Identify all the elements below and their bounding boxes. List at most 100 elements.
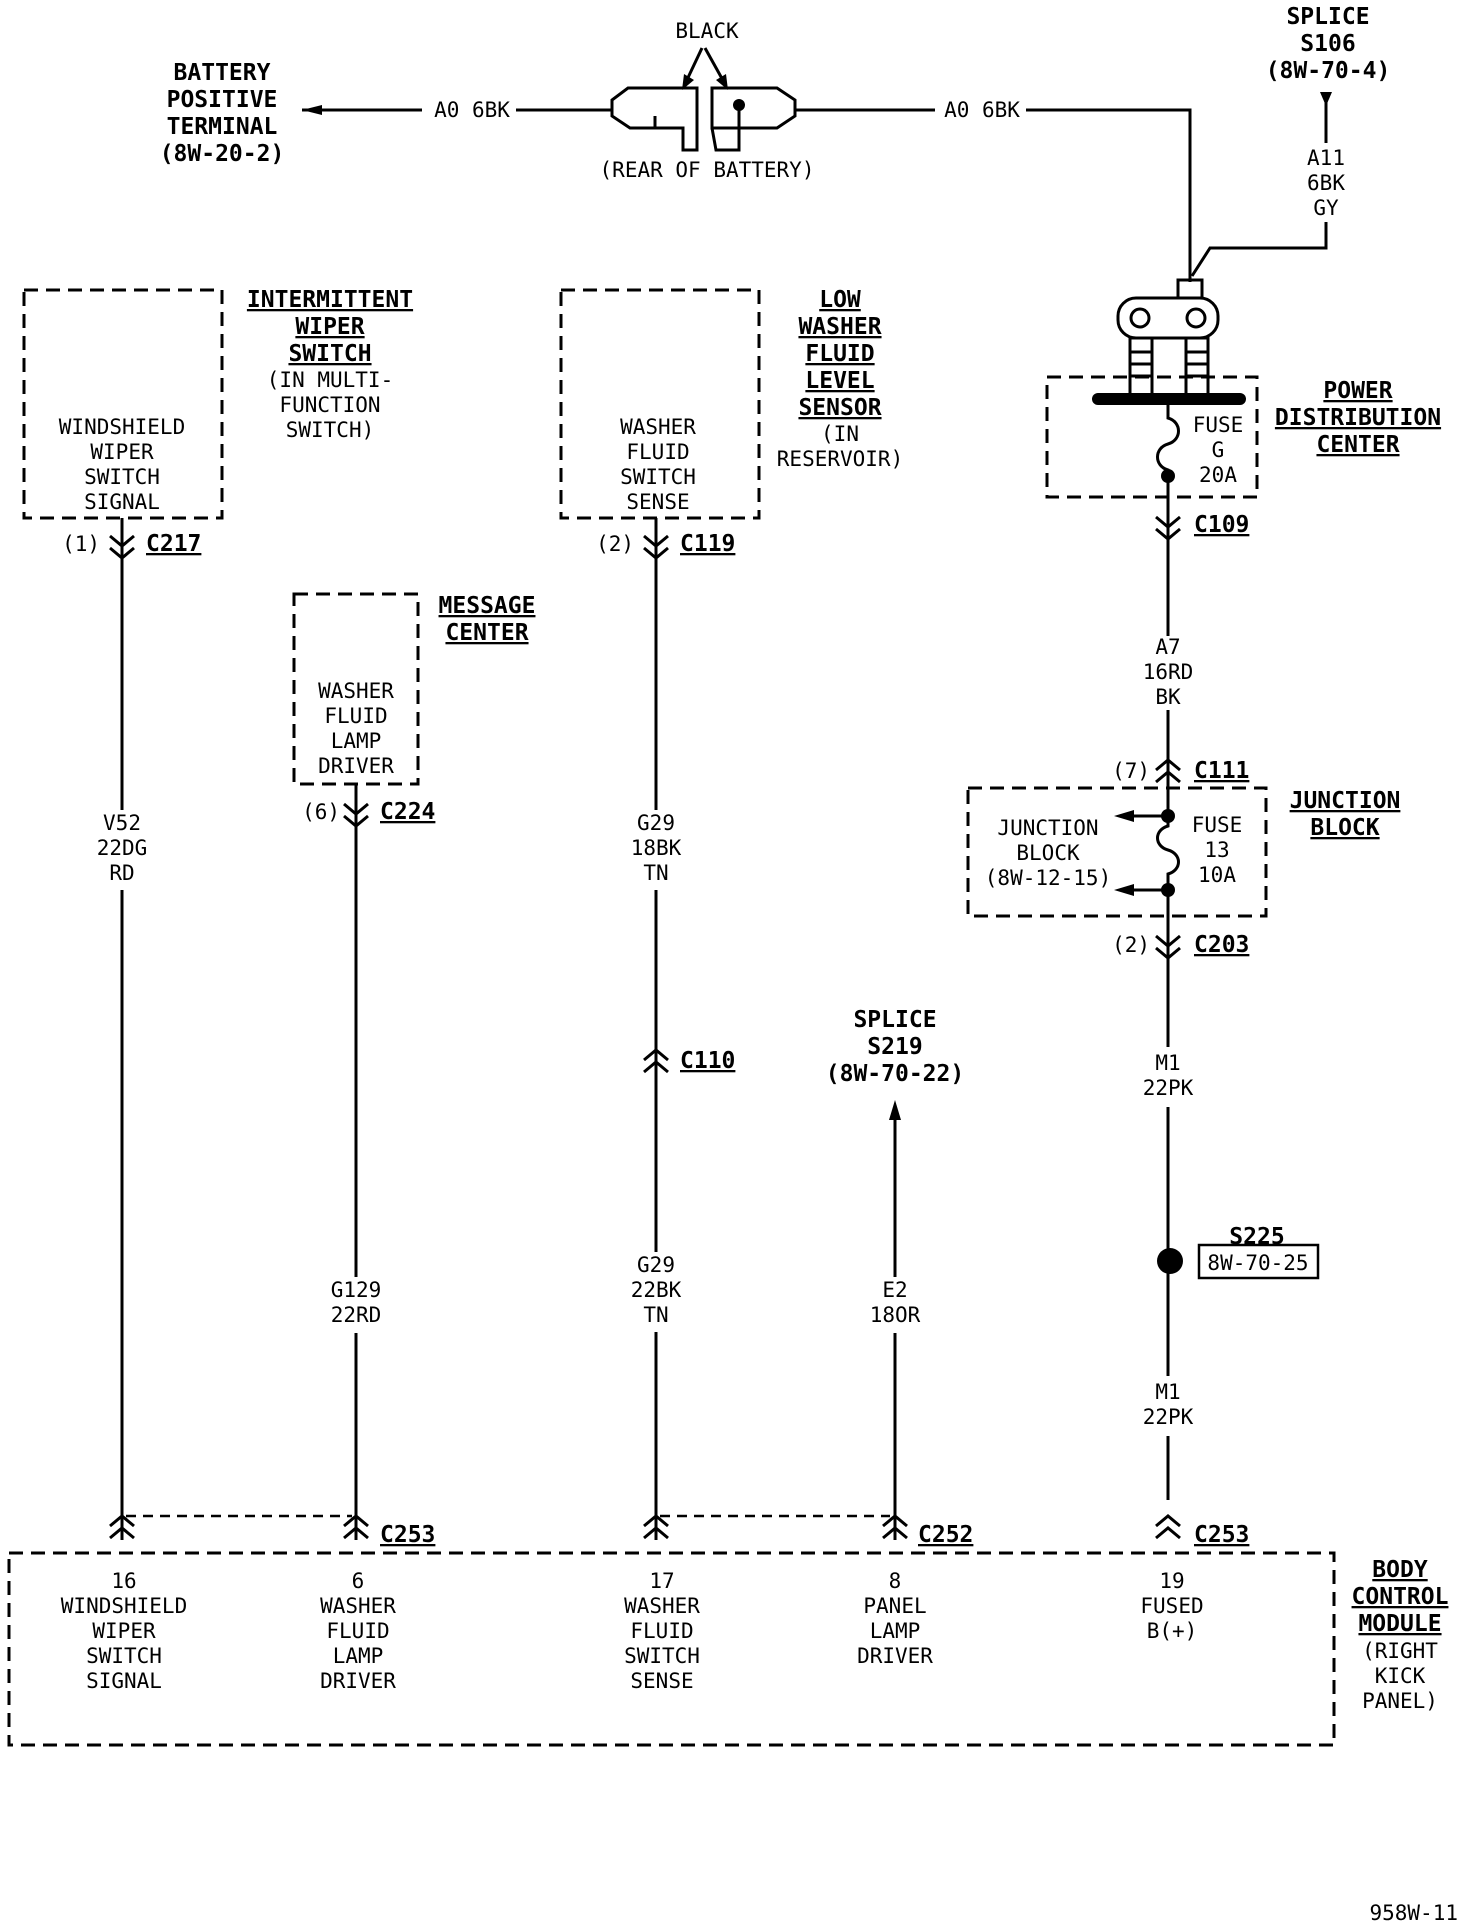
battery-positive-terminal-label: BATTERY POSITIVE TERMINAL (8W-20-2) [160, 60, 285, 167]
svg-text:LAMP: LAMP [870, 1619, 921, 1643]
wire-a0-right-label: A0 6BK [944, 98, 1020, 122]
svg-text:MESSAGE: MESSAGE [439, 593, 536, 619]
svg-text:WASHER: WASHER [620, 415, 696, 439]
svg-text:18OR: 18OR [870, 1303, 921, 1327]
svg-text:DISTRIBUTION: DISTRIBUTION [1275, 405, 1441, 431]
connector-c253-pin19-icon [1155, 1514, 1181, 1540]
bcm-pin-8: 8 PANEL LAMP DRIVER [857, 1569, 933, 1668]
arrow-up-icon [889, 1100, 901, 1120]
svg-text:WIPER: WIPER [295, 314, 364, 340]
page-code: 958W-11 [1369, 1901, 1458, 1925]
washer-fluid-sensor-box [559, 288, 761, 520]
svg-text:16: 16 [111, 1569, 136, 1593]
connector-c252: C252 [918, 1522, 973, 1548]
svg-text:PANEL: PANEL [863, 1594, 926, 1618]
svg-text:10A: 10A [1198, 863, 1236, 887]
arrow-left-icon [1114, 884, 1134, 896]
connector-note: (REAR OF BATTERY) [600, 158, 815, 182]
connector-c203-icon [1155, 934, 1181, 960]
svg-text:SIGNAL: SIGNAL [84, 490, 160, 514]
svg-text:WINDSHIELD: WINDSHIELD [61, 1594, 187, 1618]
svg-text:WASHER: WASHER [798, 314, 881, 340]
svg-text:(6): (6) [302, 800, 340, 824]
svg-text:S219: S219 [867, 1034, 922, 1060]
svg-text:(RIGHT: (RIGHT [1362, 1639, 1438, 1663]
splice-s219-label: SPLICE S219 (8W-70-22) [826, 1007, 964, 1087]
connector-c252-pin8-icon [882, 1514, 908, 1540]
svg-text:WIPER: WIPER [90, 440, 154, 464]
svg-text:WASHER: WASHER [624, 1594, 700, 1618]
svg-text:CENTER: CENTER [445, 620, 528, 646]
svg-text:FUSE: FUSE [1193, 413, 1244, 437]
bcm-pin-6: 6 WASHER FLUID LAMP DRIVER [320, 1569, 396, 1693]
svg-text:FUNCTION: FUNCTION [279, 393, 380, 417]
arrow-left-icon [1114, 810, 1134, 822]
svg-text:KICK: KICK [1375, 1664, 1426, 1688]
svg-text:GY: GY [1313, 196, 1339, 220]
bcm-pin-19: 19 FUSED B(+) [1140, 1569, 1203, 1643]
svg-text:TN: TN [643, 1303, 668, 1327]
bcm-pin-17: 17 WASHER FLUID SWITCH SENSE [624, 1569, 700, 1693]
svg-text:M1: M1 [1155, 1380, 1180, 1404]
svg-text:SWITCH: SWITCH [84, 465, 160, 489]
body-control-module-box [7, 1551, 1336, 1747]
pdc-box [1045, 375, 1259, 499]
connector-c110-icon [643, 1048, 669, 1074]
svg-text:G129: G129 [331, 1278, 382, 1302]
svg-text:E2: E2 [882, 1278, 907, 1302]
connector-color-label: BLACK [675, 19, 739, 43]
svg-text:WINDSHIELD: WINDSHIELD [59, 415, 185, 439]
battery-connector-icon [610, 47, 797, 152]
svg-text:JUNCTION: JUNCTION [1290, 788, 1401, 814]
svg-text:6BK: 6BK [1307, 171, 1345, 195]
svg-text:19: 19 [1159, 1569, 1184, 1593]
svg-text:SENSOR: SENSOR [798, 395, 881, 421]
svg-text:SWITCH): SWITCH) [286, 418, 375, 442]
svg-text:A11: A11 [1307, 146, 1345, 170]
svg-text:TERMINAL: TERMINAL [167, 114, 278, 140]
junction-block-title: JUNCTION BLOCK [1290, 788, 1401, 841]
svg-text:13: 13 [1204, 838, 1229, 862]
svg-text:WIPER: WIPER [92, 1619, 156, 1643]
svg-text:FUSED: FUSED [1140, 1594, 1203, 1618]
svg-text:RESERVOIR): RESERVOIR) [777, 447, 903, 471]
svg-text:G: G [1212, 438, 1225, 462]
arrow-up-icon [1320, 92, 1332, 106]
wire-a11-run [1190, 222, 1328, 277]
intermittent-wiper-switch-box [22, 288, 224, 520]
svg-text:SENSE: SENSE [630, 1669, 693, 1693]
svg-text:(7): (7) [1112, 759, 1150, 783]
body-control-module-title: BODY CONTROL MODULE (RIGHT KICK PANEL) [1352, 1557, 1449, 1713]
junction-block-box [966, 786, 1268, 918]
svg-text:(2): (2) [1112, 933, 1150, 957]
svg-text:CONTROL: CONTROL [1352, 1584, 1449, 1610]
svg-text:20A: 20A [1199, 463, 1237, 487]
svg-text:22PK: 22PK [1143, 1405, 1194, 1429]
svg-text:6: 6 [352, 1569, 365, 1593]
svg-text:DRIVER: DRIVER [320, 1669, 396, 1693]
svg-text:FLUID: FLUID [630, 1619, 693, 1643]
svg-text:JUNCTION: JUNCTION [997, 816, 1098, 840]
svg-text:MODULE: MODULE [1358, 1611, 1441, 1637]
fuse-13-icon [1156, 816, 1180, 890]
splice-s225-dot [1157, 1248, 1183, 1274]
connector-c253-pin6-icon [343, 1514, 369, 1540]
svg-text:S106: S106 [1300, 31, 1355, 57]
wire-a0-right-run [1026, 108, 1192, 282]
svg-text:(8W-20-2): (8W-20-2) [160, 141, 285, 167]
message-center-title: MESSAGE CENTER [439, 593, 536, 646]
connector-c217: C217 [146, 531, 201, 557]
connector-c111-icon [1155, 758, 1181, 784]
svg-text:(8W-12-15): (8W-12-15) [985, 866, 1111, 890]
splice-ref-box [1197, 1243, 1320, 1280]
connector-c111: C111 [1194, 758, 1249, 784]
connector-c253-pin16-icon [109, 1514, 135, 1540]
svg-text:LAMP: LAMP [331, 729, 382, 753]
splice-s106-label: SPLICE S106 (8W-70-4) [1266, 4, 1391, 84]
svg-text:FLUID: FLUID [626, 440, 689, 464]
svg-text:22DG: 22DG [97, 836, 148, 860]
svg-text:SPLICE: SPLICE [853, 1007, 936, 1033]
svg-text:SWITCH: SWITCH [288, 341, 371, 367]
connector-c109: C109 [1194, 512, 1249, 538]
